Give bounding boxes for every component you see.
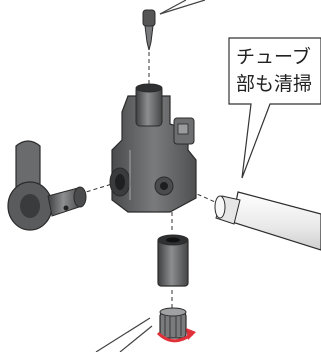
knurled-cap: [159, 307, 187, 339]
callout-text-line-1: チューブ: [236, 46, 311, 68]
tube: [214, 191, 321, 251]
lower-cylinder: [157, 234, 189, 287]
callout-box: [228, 37, 321, 179]
lever-handle: [7, 140, 87, 231]
bottom-callout-leader: [95, 317, 153, 352]
rotate-arrow-icon: [156, 328, 196, 343]
valve-body: [109, 83, 197, 213]
needle-pin: [142, 9, 156, 51]
top-callout-leader: [159, 0, 206, 15]
callout-text-line-2: 部も清掃: [236, 73, 313, 95]
